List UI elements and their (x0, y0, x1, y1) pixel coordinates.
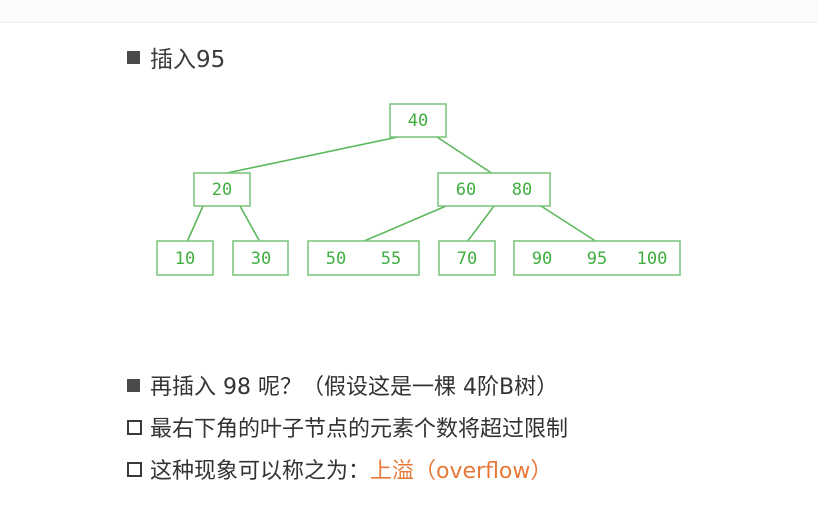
node-key: 30 (251, 249, 271, 269)
node-key: 80 (512, 180, 532, 200)
edge-20-to-30 (239, 205, 261, 243)
tree-node-70: 70 (438, 240, 496, 276)
bullet-item-overflow: 这种现象可以称之为：上溢（overflow） (127, 448, 568, 490)
node-key: 20 (212, 180, 232, 200)
bullet-item-question: 再插入 98 呢？（假设这是一棵 4阶B树） (127, 364, 568, 406)
filled-square-bullet-icon (127, 378, 140, 392)
bullet-item-exceed: 最右下角的叶子节点的元素个数将超过限制 (127, 406, 568, 448)
overflow-term: 上溢（overflow） (370, 459, 553, 484)
heading-row: 插入95 (127, 40, 225, 74)
bullet-text: 最右下角的叶子节点的元素个数将超过限制 (150, 417, 569, 442)
tree-node-30: 30 (232, 240, 289, 276)
tree-node-10: 10 (156, 240, 214, 276)
node-key: 40 (408, 111, 428, 131)
edge-60-80-to-70 (466, 205, 495, 243)
tree-node-60-80: 60 80 (437, 172, 551, 207)
hollow-square-bullet-icon (127, 419, 142, 435)
bullet-list: 再插入 98 呢？（假设这是一棵 4阶B树） 最右下角的叶子节点的元素个数将超过… (127, 364, 568, 490)
heading-text: 插入95 (150, 47, 226, 73)
edge-60-80-to-50-55 (361, 205, 447, 243)
edge-root-to-60-80 (436, 136, 494, 175)
node-key: 50 (326, 249, 346, 269)
tree-node-root: 40 (389, 103, 447, 138)
edge-20-to-10 (186, 205, 204, 243)
bullet-text: 再插入 98 呢？（假设这是一棵 4阶B树） (150, 375, 559, 400)
edge-root-to-20 (221, 136, 399, 175)
node-key: 60 (456, 180, 476, 200)
node-key: 10 (175, 249, 195, 269)
top-bar (0, 0, 817, 23)
tree-node-20: 20 (193, 172, 251, 207)
filled-square-bullet-icon (127, 50, 140, 64)
tree-node-50-55: 50 55 (307, 240, 420, 276)
bullet-text: 这种现象可以称之为： (150, 459, 371, 484)
node-key: 55 (381, 249, 401, 269)
hollow-square-bullet-icon (127, 461, 142, 477)
node-key: 90 (532, 249, 552, 269)
tree-node-90-95-100: 90 95 100 (513, 240, 681, 276)
node-key: 100 (637, 249, 668, 269)
node-key: 95 (587, 249, 607, 269)
edge-60-80-to-90-95-100 (540, 205, 598, 243)
node-key: 70 (457, 249, 477, 269)
